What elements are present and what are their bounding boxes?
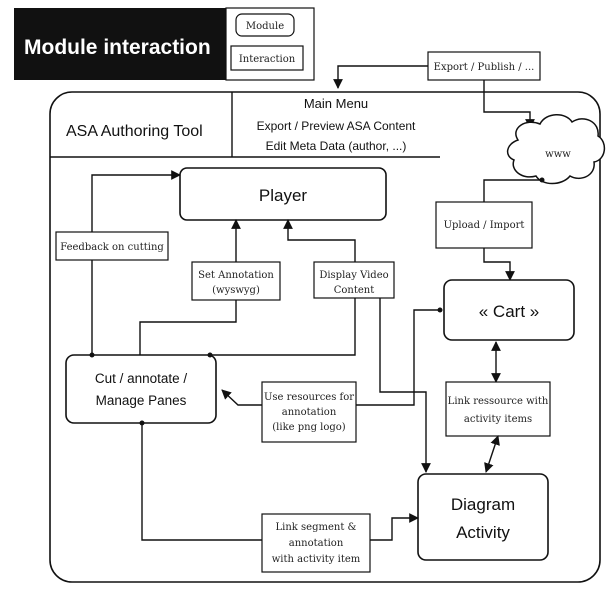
diagram-activity-line1: Diagram [451,495,515,514]
upload-import-label: Upload / Import [444,220,525,231]
display-video-line1: Display Video [319,270,388,281]
link-segment-line1: Link segment & [276,522,357,533]
legend: Module interaction Module Interaction [14,7,315,81]
display-video-to-diagram [379,298,431,473]
use-resources-line2: annotation [282,407,337,418]
www-to-upload [483,179,542,202]
player-module [179,167,387,221]
use-resources-arrow [221,389,262,406]
www-label: www [545,149,571,160]
feedback-arrow [91,170,181,355]
main-menu-title: Main Menu [304,96,368,111]
feedback-box [55,231,169,261]
use-resources-line3: (like png logo) [272,422,346,433]
upload-arrow-to-cart [483,248,515,281]
set-annotation-box [191,261,281,301]
link-segment-line3: with activity item [272,554,361,565]
link-segment-box [261,513,371,573]
cart-to-resources-line [356,309,440,406]
link-segment-arrow [370,513,419,541]
cut-annotate-line1: Cut / annotate / [95,371,188,386]
cut-dot-video [207,352,213,358]
tool-title: ASA Authoring Tool [66,123,203,140]
main-menu-line2: Edit Meta Data (author, ...) [266,139,407,153]
display-video-line2: Content [334,285,375,296]
cut-annotate-module [65,354,217,424]
link-resource-diagram-arrow [484,435,500,473]
link-segment-line2: annotation [289,538,344,549]
cut-dot-feedback [89,352,95,358]
cut-to-link-segment-line [141,423,262,541]
use-resources-box [261,381,357,443]
use-resources-line1: Use resources for [264,392,354,403]
cart-label: « Cart » [479,302,539,321]
diagram-activity-line2: Activity [456,523,510,542]
display-video-arrow [212,219,356,356]
cart-module [443,279,575,341]
set-annotation-line1: Set Annotation [198,270,274,281]
cut-annotate-line2: Manage Panes [96,393,187,408]
export-publish-label: Export / Publish / ... [434,62,535,73]
legend-module-label: Module [246,21,284,32]
display-video-box [313,261,395,299]
legend-title: Module interaction [24,36,211,59]
feedback-label: Feedback on cutting [60,242,164,253]
link-resource-line1: Link ressource with [448,396,549,407]
legend-interaction-label: Interaction [239,54,296,65]
player-label: Player [259,186,308,205]
main-menu-line1: Export / Preview ASA Content [257,119,416,133]
legend-interaction-key [230,45,304,71]
legend-title-panel [14,8,226,80]
upload-import-box [435,201,533,249]
diagram-activity-module [417,473,549,561]
link-resource-box [445,381,551,437]
legend-module-key [235,13,295,37]
set-annotation-line2: (wyswyg) [212,285,260,296]
link-resource-line2: activity items [464,414,532,425]
export-arrow-to-www [483,80,535,129]
www-cloud [506,114,606,185]
cart-dot-resources [437,307,443,313]
export-arrow-to-menu [333,65,428,89]
